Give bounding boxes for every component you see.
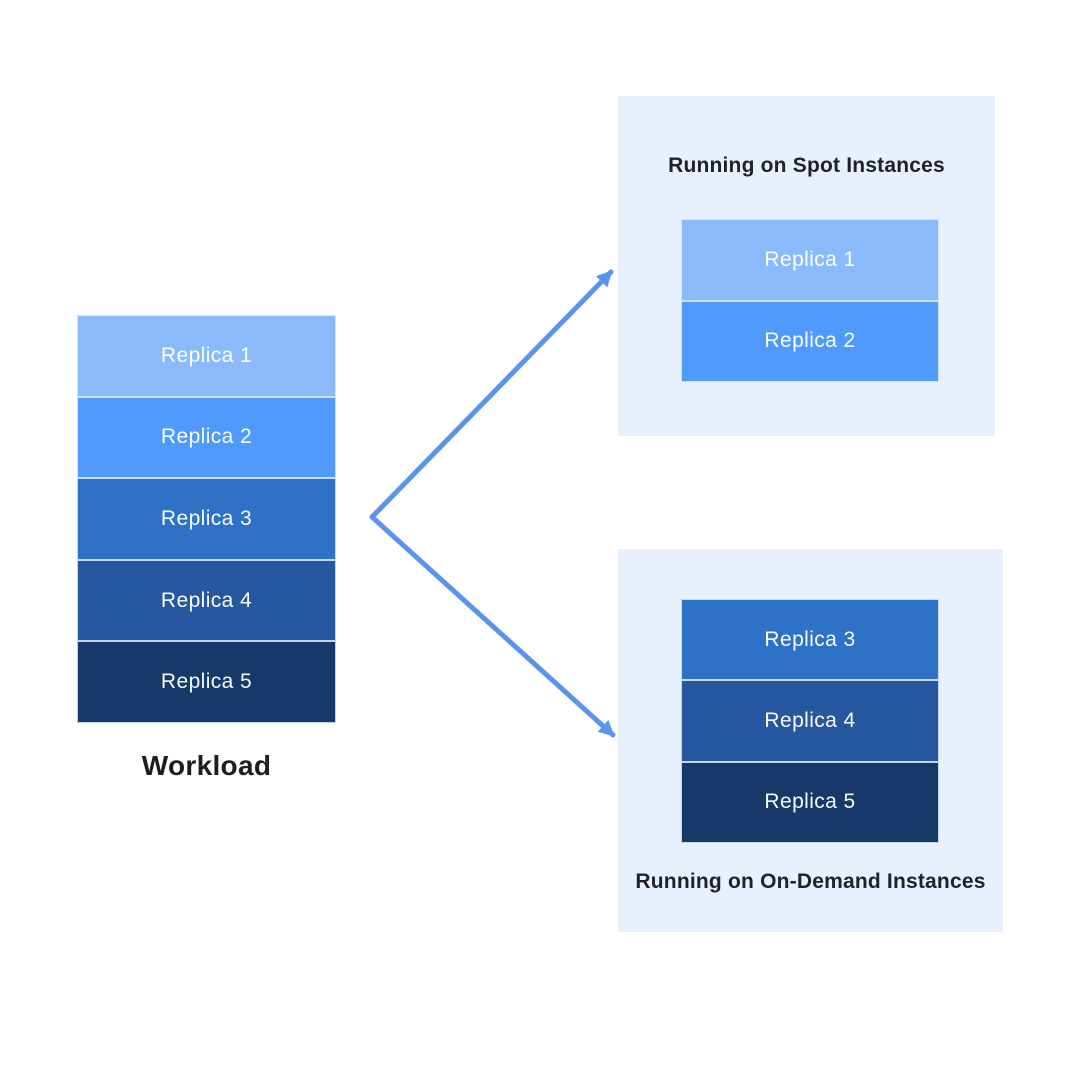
ondemand-panel-title: Running on On-Demand Instances: [635, 870, 986, 893]
workload-replica-1: Replica 1: [77, 315, 336, 397]
ondemand-replica-5: Replica 5: [681, 761, 939, 843]
workload-replica-4: Replica 4: [77, 559, 336, 642]
arrow-to-ondemand: [369, 514, 616, 738]
spot-panel-title: Running on Spot Instances: [668, 154, 945, 177]
workload-replica-3: Replica 3: [77, 478, 336, 560]
workload-replica-5: Replica 5: [77, 641, 336, 723]
spot-replica-2: Replica 2: [681, 300, 939, 382]
ondemand-replica-3: Replica 3: [681, 599, 939, 681]
ondemand-replica-stack: Replica 3 Replica 4 Replica 5: [681, 599, 939, 843]
ondemand-replica-4: Replica 4: [681, 680, 939, 762]
spot-panel: Running on Spot Instances Replica 1 Repl…: [618, 96, 995, 436]
workload-label: Workload: [141, 750, 272, 781]
workload-stack: Replica 1 Replica 2 Replica 3 Replica 4 …: [77, 315, 336, 723]
arrow-to-spot: [369, 269, 614, 520]
spot-replica-stack: Replica 1 Replica 2: [681, 219, 939, 382]
spot-replica-1: Replica 1: [681, 219, 939, 301]
ondemand-panel: Replica 3 Replica 4 Replica 5 Running on…: [618, 549, 1003, 932]
workload-replica-2: Replica 2: [77, 396, 336, 479]
